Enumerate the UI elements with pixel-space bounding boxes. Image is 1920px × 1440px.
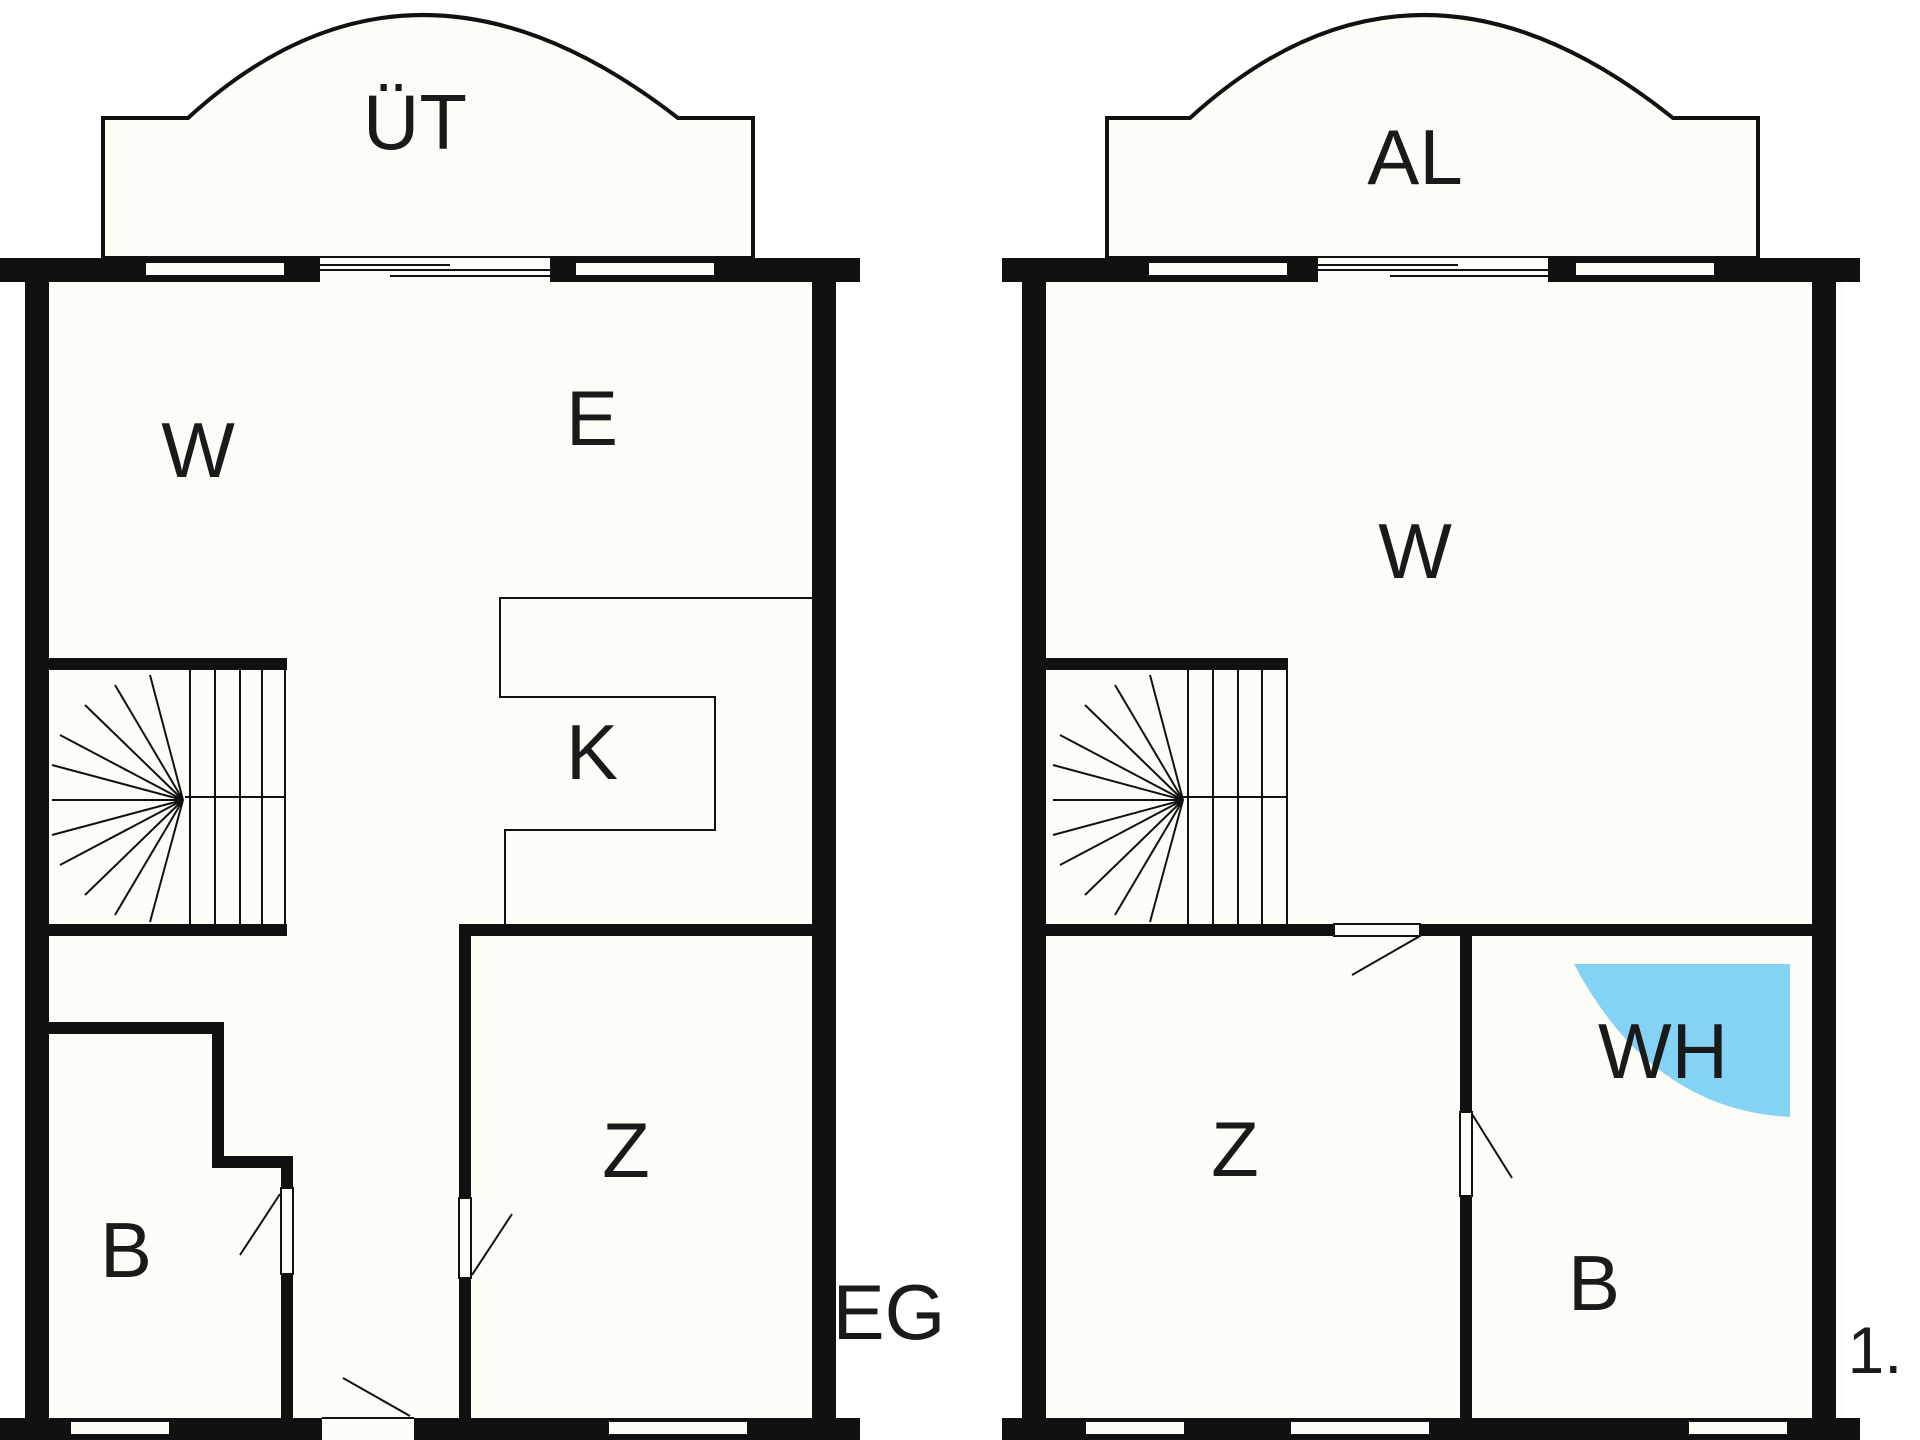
kitchen-counter (499, 597, 812, 924)
ground-floor-plan: ÜT W E K B Z EG (0, 13, 946, 1440)
room-label-balcony: AL (1367, 113, 1462, 201)
upper-bath-door[interactable] (1459, 1111, 1513, 1197)
room-label-bath: B (100, 1206, 152, 1294)
upper-room-walls (1420, 924, 1824, 1418)
ground-floor-area (35, 270, 835, 1430)
room-door[interactable] (458, 1197, 513, 1279)
room-label-room: Z (602, 1106, 650, 1194)
room-label-upper-living: W (1378, 507, 1452, 595)
terrace-door[interactable] (144, 258, 716, 282)
terrace-area (101, 13, 755, 260)
room-label-upper-bath: B (1568, 1239, 1620, 1327)
bathtub (1574, 964, 1790, 1117)
balcony-area (1105, 13, 1760, 260)
balcony-door[interactable] (1147, 258, 1716, 282)
room-label-upper-room: Z (1211, 1105, 1259, 1193)
entry-door[interactable] (322, 1377, 414, 1440)
upper-staircase (1052, 670, 1288, 924)
room-label-terrace: ÜT (363, 78, 467, 166)
room-label-dining: E (566, 374, 618, 462)
floor-level-label-upper: 1. (1847, 1313, 1902, 1387)
room-label-living: W (161, 406, 235, 494)
bottom-windows (69, 1420, 749, 1436)
room-label-bathtub: WH (1598, 1007, 1728, 1095)
upper-stair-walls (1046, 658, 1334, 936)
upper-floor-area (1045, 270, 1845, 1430)
floor-level-label-ground: EG (833, 1268, 946, 1356)
upper-floor-plan: AL W Z B WH 1. (1002, 13, 1903, 1440)
upper-bottom-windows (1084, 1420, 1789, 1436)
room-label-kitchen: K (566, 708, 618, 796)
bath-door[interactable] (239, 1187, 294, 1275)
stair-walls (45, 658, 287, 936)
bath-walls (45, 1022, 293, 1418)
staircase (51, 670, 286, 924)
room-walls (459, 924, 824, 1418)
